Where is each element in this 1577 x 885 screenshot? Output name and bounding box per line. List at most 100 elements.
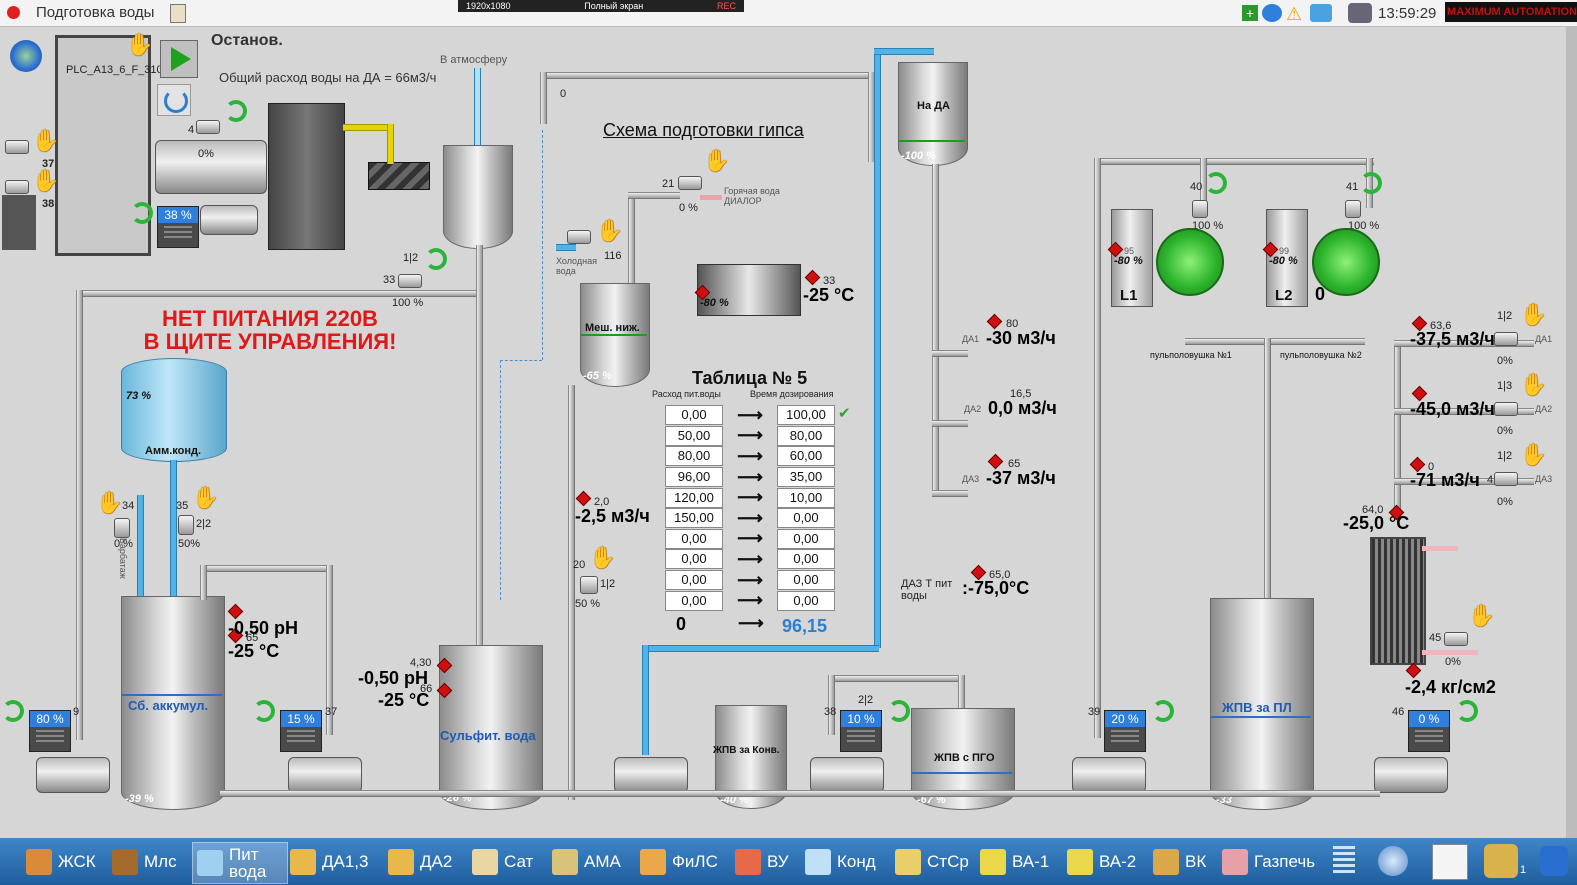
task-da13[interactable]: ДА1,3 — [290, 842, 368, 882]
table5-time-cell[interactable]: 0,00 — [777, 508, 835, 529]
hand-icon[interactable]: ✋ — [1520, 372, 1548, 397]
table5-flow-cell[interactable]: 0,00 — [665, 570, 723, 591]
hand-icon[interactable]: ✋ — [126, 32, 154, 57]
hand-icon[interactable]: ✋ — [32, 128, 60, 153]
user-tools-icon[interactable] — [1484, 844, 1518, 878]
task-da2[interactable]: ДА2 — [388, 842, 452, 882]
valve-34[interactable] — [114, 518, 130, 538]
telegram-icon[interactable] — [1310, 4, 1332, 22]
valve-37[interactable] — [5, 140, 29, 154]
pump-panel-38b[interactable]: 10 % — [840, 710, 882, 752]
valve-41[interactable] — [1345, 200, 1361, 218]
table5-flow-cell[interactable]: 80,00 — [665, 446, 723, 467]
valve-da2[interactable] — [1494, 402, 1518, 416]
pump-num: 37 — [325, 706, 338, 718]
table5-flow-cell[interactable]: 150,00 — [665, 508, 723, 529]
hand-icon[interactable]: ✋ — [1468, 603, 1496, 628]
record-mode[interactable]: Полный экран — [584, 1, 644, 11]
table5-row: 120,00⟶10,00 — [665, 487, 865, 508]
task-vk[interactable]: ВК — [1153, 842, 1206, 882]
task-fils[interactable]: ФиЛС — [640, 842, 718, 882]
hand-icon[interactable]: ✋ — [596, 218, 624, 243]
start-button[interactable] — [160, 40, 198, 78]
na-da-tank — [898, 62, 968, 166]
hand-icon[interactable]: ✋ — [589, 545, 617, 570]
table5-time-cell[interactable]: 10,00 — [777, 487, 835, 508]
valve-4[interactable] — [196, 120, 220, 134]
f80-num: 80 — [1006, 318, 1019, 330]
chat-icon[interactable] — [1262, 4, 1282, 22]
table5-flow-cell[interactable]: 50,00 — [665, 425, 723, 446]
pump-panel-39[interactable]: 20 % — [1104, 710, 1146, 752]
table5-time-cell[interactable]: 0,00 — [777, 570, 835, 591]
valve-35[interactable] — [178, 515, 194, 535]
warning-icon[interactable]: ⚠ — [1286, 4, 1303, 24]
table5-time-cell[interactable]: 0,00 — [777, 528, 835, 549]
settings-gear-icon[interactable] — [10, 40, 42, 72]
tpit-label: ДАЗ Т пит воды — [901, 578, 953, 602]
table5-flow-cell[interactable]: 0,00 — [665, 549, 723, 570]
valve-da3[interactable] — [1494, 472, 1518, 486]
table5-time-cell[interactable]: 80,00 — [777, 425, 835, 446]
table5-flow-cell[interactable]: 0,00 — [665, 405, 723, 426]
hand-icon[interactable]: ✋ — [1520, 302, 1548, 327]
task-va1[interactable]: ВА-1 — [980, 842, 1049, 882]
refresh-button[interactable] — [157, 84, 191, 116]
record-bar[interactable]: 1920x1080 Полный экран REC — [458, 0, 744, 12]
pump-panel-46[interactable]: 0 % — [1408, 710, 1450, 752]
table5-flow-cell[interactable]: 96,00 — [665, 467, 723, 488]
task-vu[interactable]: ВУ — [735, 842, 789, 882]
pulp-trap-2-fan[interactable] — [1312, 228, 1380, 296]
table5-time-cell[interactable]: 100,00 — [777, 405, 835, 426]
valve-20[interactable] — [580, 576, 598, 594]
valve-38[interactable] — [5, 180, 29, 194]
table5-time-cell[interactable]: 0,00 — [777, 590, 835, 611]
table5-flow-cell[interactable]: 0,00 — [665, 528, 723, 549]
hand-icon[interactable]: ✋ — [32, 168, 60, 193]
task-kond[interactable]: Конд — [805, 842, 876, 882]
pump-panel-akkum[interactable]: 80 % — [29, 710, 71, 752]
valve-da1[interactable] — [1494, 332, 1518, 346]
arrow-icon: ⟶ — [737, 569, 763, 590]
scrollbar[interactable] — [1566, 26, 1577, 838]
hand-icon[interactable]: ✋ — [703, 148, 731, 173]
settings-icon[interactable] — [1378, 846, 1408, 876]
task-ama[interactable]: АМА — [552, 842, 621, 882]
task-va2[interactable]: ВА-2 — [1067, 842, 1136, 882]
pipe — [1394, 408, 1534, 415]
pulp1-label: пульполовушка №1 — [1150, 350, 1232, 360]
operator-icon[interactable] — [1348, 3, 1372, 23]
hand-icon[interactable]: ✋ — [1520, 442, 1548, 467]
rotation-icon — [425, 248, 447, 270]
task-stsr[interactable]: СтСр — [895, 842, 969, 882]
task-mls[interactable]: Млс — [112, 842, 177, 882]
pump-panel-37[interactable]: 15 % — [280, 710, 322, 752]
valve-45[interactable] — [1444, 632, 1468, 646]
task-pit-voda[interactable]: Пит вода — [192, 842, 288, 884]
hand-icon[interactable]: ✋ — [96, 490, 124, 515]
hand-icon[interactable]: ✋ — [192, 485, 220, 510]
task-sat[interactable]: Сат — [472, 842, 533, 882]
table5-time-cell[interactable]: 35,00 — [777, 467, 835, 488]
pump-panel-38[interactable]: 38 % — [157, 206, 199, 248]
hand-tray-icon[interactable] — [1540, 846, 1568, 876]
menu-lines-icon[interactable] — [1333, 846, 1355, 876]
pipe — [326, 565, 333, 735]
table5-flow-cell[interactable]: 0,00 — [665, 590, 723, 611]
table5-time-cell[interactable]: 60,00 — [777, 446, 835, 467]
va2-icon — [1067, 849, 1093, 875]
close-dot-icon[interactable] — [7, 6, 20, 19]
valve-cold[interactable] — [567, 230, 591, 244]
record-rec[interactable]: REC — [716, 1, 736, 11]
task-gazpech[interactable]: Газпечь — [1222, 842, 1315, 882]
valve-21[interactable] — [678, 176, 702, 190]
valve-40[interactable] — [1192, 200, 1208, 218]
pulp-trap-1-fan[interactable] — [1156, 228, 1224, 296]
table5-time-cell[interactable]: 0,00 — [777, 549, 835, 570]
table5-flow-cell[interactable]: 120,00 — [665, 487, 723, 508]
trend-icon[interactable] — [1432, 844, 1468, 880]
valve-33[interactable] — [398, 274, 422, 288]
document-icon[interactable] — [170, 4, 186, 23]
plus-icon[interactable]: + — [1242, 5, 1258, 21]
task-zhsk[interactable]: ЖСК — [26, 842, 96, 882]
